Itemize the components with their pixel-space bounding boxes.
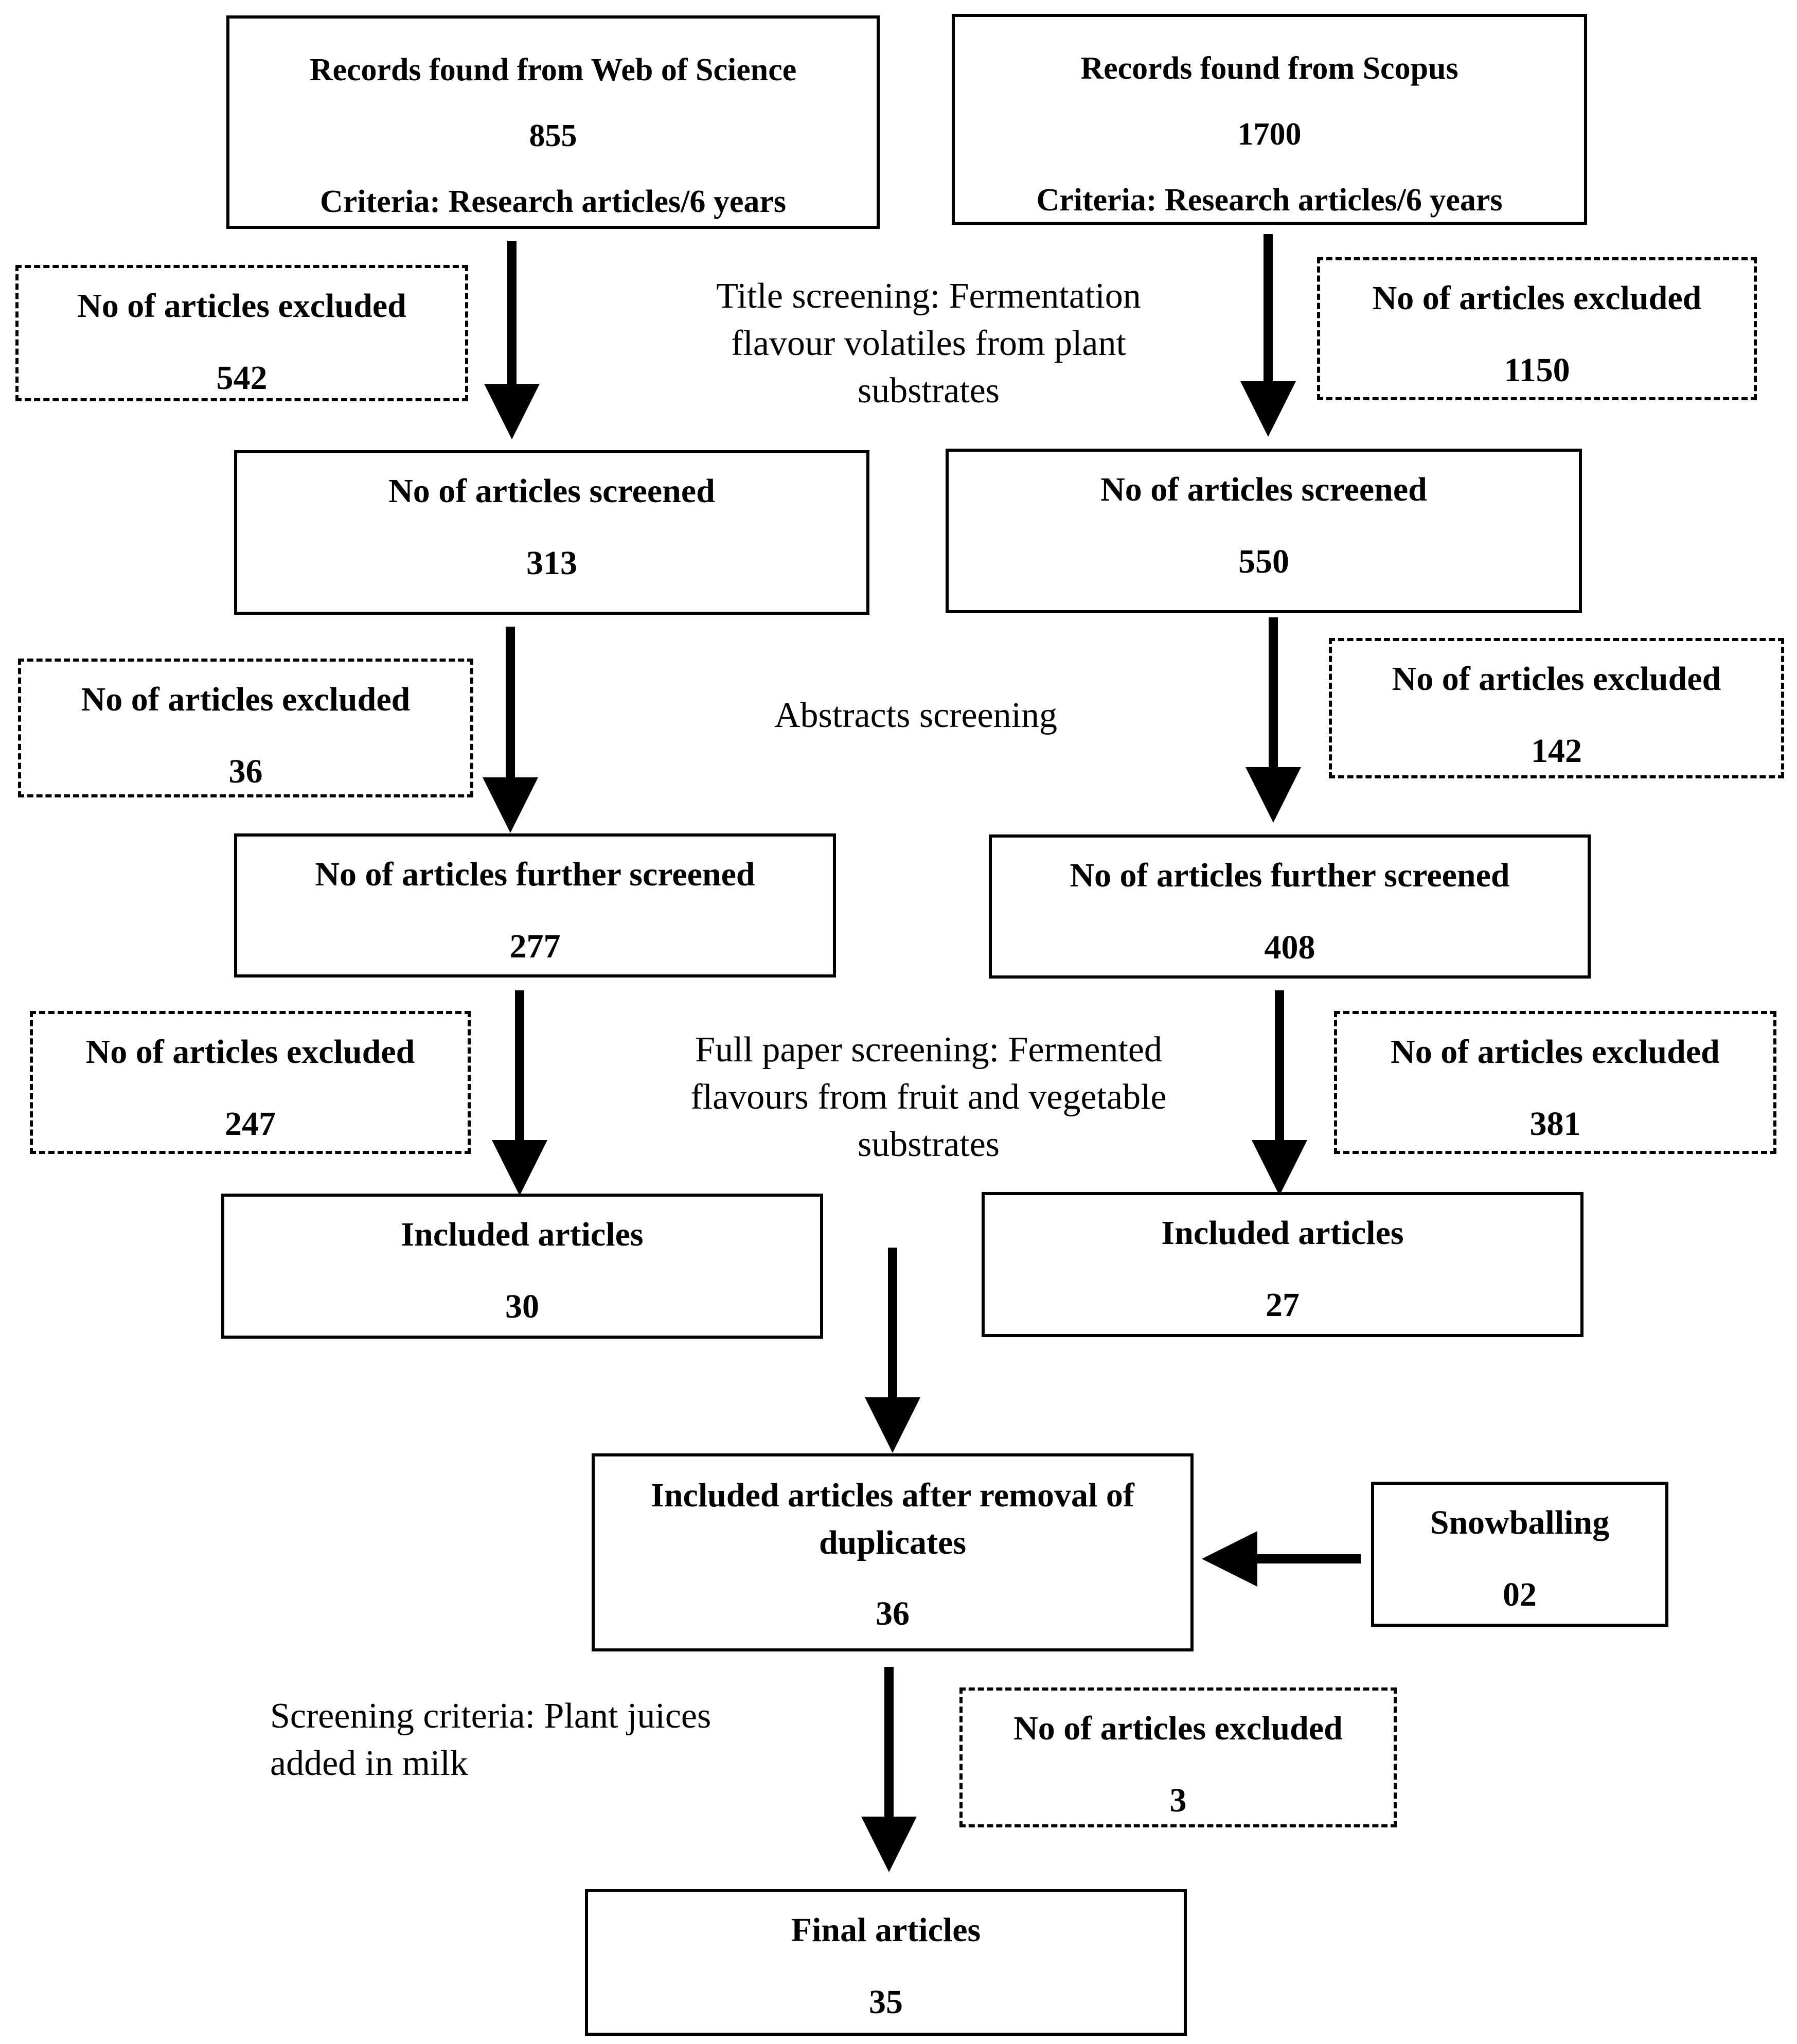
- included-label: Included articles: [401, 1216, 644, 1253]
- excluded-label: No of articles excluded: [1013, 1710, 1343, 1747]
- included-count: 27: [1266, 1286, 1300, 1324]
- further-screened-count: 277: [509, 928, 561, 965]
- left-further-screened-box: No of articles further screened 277: [234, 833, 836, 977]
- wos-title: Records found from Web of Science: [309, 52, 797, 87]
- excluded-label: No of articles excluded: [1391, 1033, 1720, 1071]
- dedup-label: Included articles after removal of dupli…: [651, 1477, 1134, 1561]
- final-excluded-box: No of articles excluded 3: [959, 1687, 1397, 1827]
- wos-criteria: Criteria: Research articles/6 years: [319, 184, 787, 219]
- included-label: Included articles: [1161, 1214, 1404, 1252]
- final-count: 35: [869, 1983, 903, 2021]
- left-included-box: Included articles 30: [221, 1194, 823, 1339]
- dedup-count: 36: [876, 1595, 910, 1632]
- scopus-count: 1700: [1237, 117, 1302, 152]
- right-excluded-title-box: No of articles excluded 1150: [1317, 257, 1757, 400]
- full-paper-screening-note: Full paper screening: Fermented flavours…: [690, 1030, 1167, 1164]
- excluded-count: 1150: [1504, 351, 1570, 389]
- excluded-label: No of articles excluded: [1392, 660, 1721, 698]
- left-excluded-fullpaper-box: No of articles excluded 247: [30, 1011, 471, 1154]
- screening-criteria-note: Screening criteria: Plant juices added i…: [270, 1696, 711, 1783]
- right-further-screened-box: No of articles further screened 408: [989, 834, 1591, 979]
- excluded-count: 36: [228, 753, 263, 790]
- left-excluded-title-box: No of articles excluded 542: [15, 265, 468, 401]
- excluded-label: No of articles excluded: [77, 287, 406, 325]
- screened-label: No of articles screened: [1100, 471, 1427, 508]
- title-screening-note: Title screening: Fermentation flavour vo…: [716, 276, 1141, 411]
- right-included-box: Included articles 27: [982, 1192, 1584, 1337]
- web-of-science-box: Records found from Web of Science 855 Cr…: [226, 15, 880, 229]
- further-screened-label: No of articles further screened: [315, 856, 755, 893]
- dedup-box: Included articles after removal of dupli…: [592, 1453, 1194, 1651]
- excluded-label: No of articles excluded: [81, 681, 411, 718]
- right-screened-box: No of articles screened 550: [946, 449, 1582, 613]
- scopus-criteria: Criteria: Research articles/6 years: [1036, 183, 1503, 218]
- snowballing-label: Snowballing: [1430, 1504, 1610, 1541]
- excluded-count: 247: [225, 1105, 276, 1143]
- excluded-count: 542: [216, 359, 268, 397]
- screened-count: 313: [526, 544, 577, 582]
- excluded-label: No of articles excluded: [1372, 279, 1702, 317]
- wos-count: 855: [529, 118, 577, 153]
- final-label: Final articles: [791, 1911, 981, 1949]
- excluded-label: No of articles excluded: [85, 1033, 415, 1071]
- right-excluded-abstract-box: No of articles excluded 142: [1329, 638, 1784, 778]
- excluded-count: 3: [1169, 1782, 1187, 1819]
- snowballing-count: 02: [1503, 1576, 1537, 1613]
- further-screened-count: 408: [1264, 929, 1315, 966]
- screened-count: 550: [1238, 543, 1289, 580]
- screened-label: No of articles screened: [388, 472, 715, 510]
- included-count: 30: [505, 1288, 539, 1325]
- scopus-box: Records found from Scopus 1700 Criteria:…: [952, 14, 1587, 225]
- scopus-title: Records found from Scopus: [1080, 51, 1458, 86]
- abstracts-screening-note: Abstracts screening: [774, 696, 1058, 735]
- right-excluded-fullpaper-box: No of articles excluded 381: [1334, 1011, 1776, 1154]
- excluded-count: 381: [1529, 1105, 1581, 1143]
- excluded-count: 142: [1531, 732, 1582, 770]
- final-articles-box: Final articles 35: [585, 1889, 1187, 2036]
- further-screened-label: No of articles further screened: [1070, 857, 1510, 894]
- snowballing-box: Snowballing 02: [1371, 1482, 1668, 1627]
- left-screened-box: No of articles screened 313: [234, 450, 869, 615]
- left-excluded-abstract-box: No of articles excluded 36: [18, 659, 473, 797]
